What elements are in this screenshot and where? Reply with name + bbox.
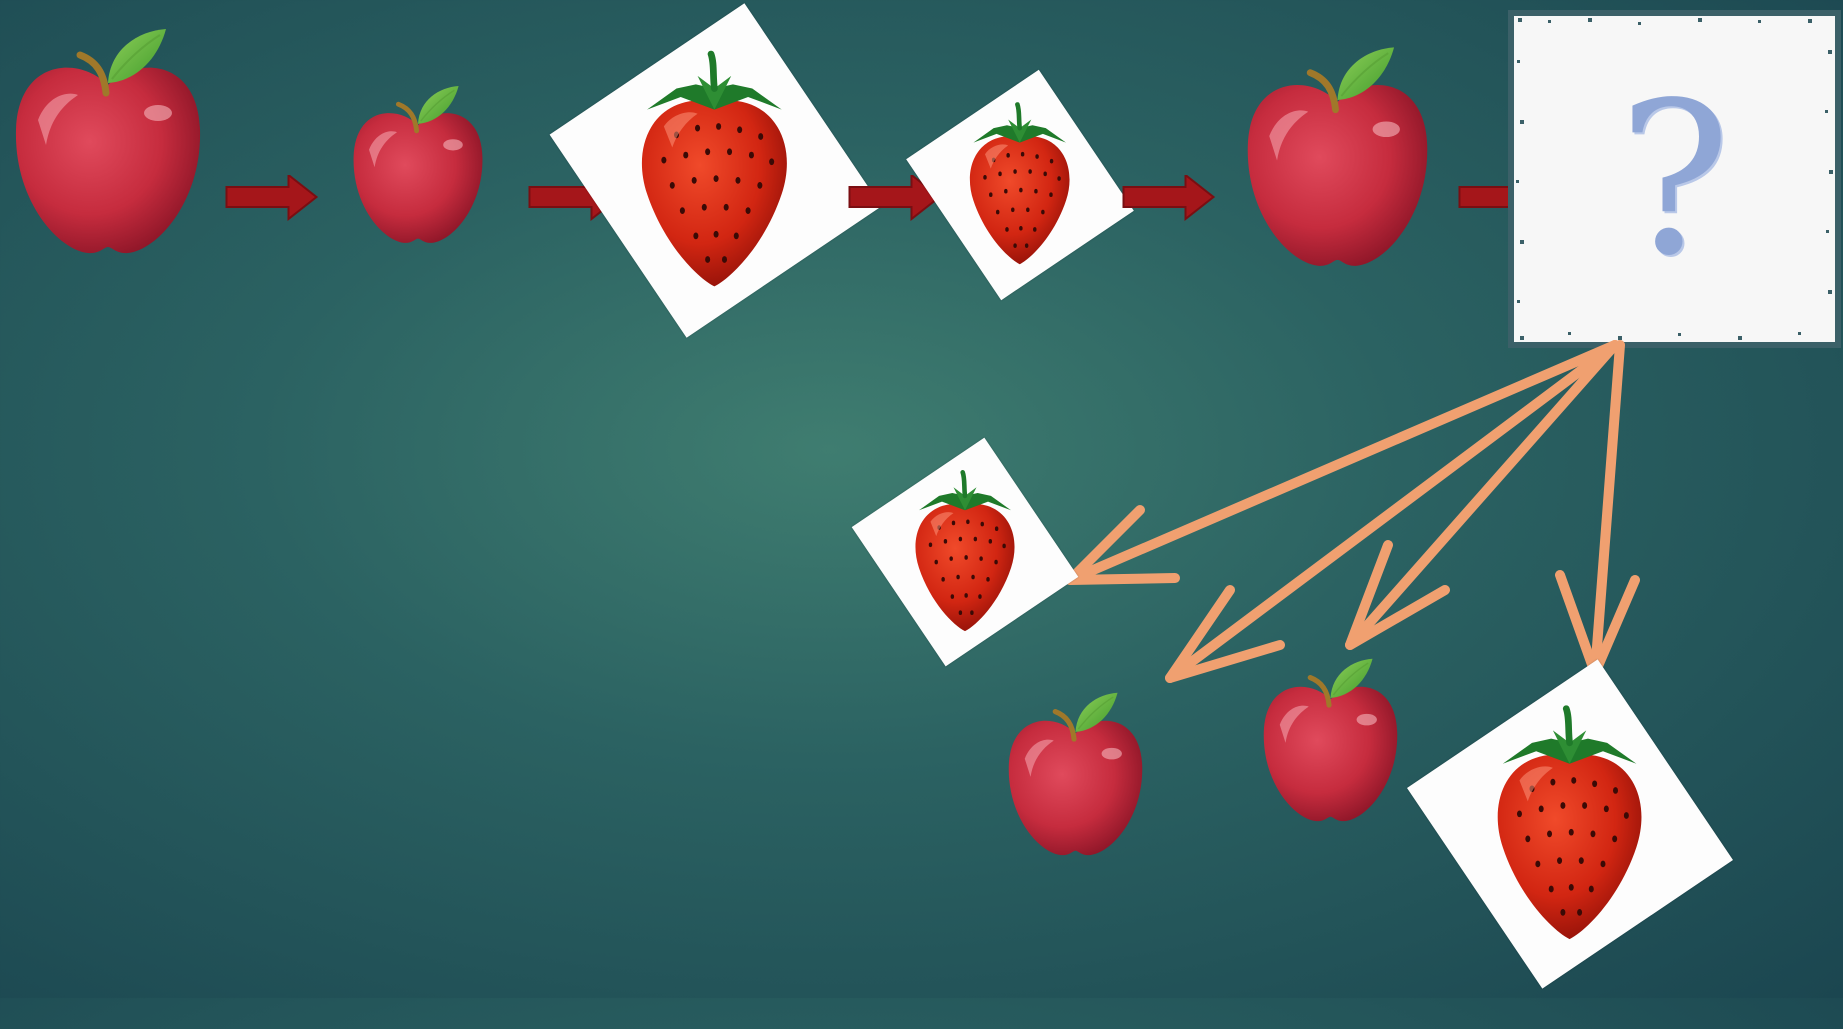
apple-icon [1003, 680, 1148, 870]
fruit-sequence-diagram: ? [0, 0, 1843, 998]
strawberry-icon [1477, 705, 1662, 943]
option-arrow-3 [1350, 345, 1615, 645]
strawberry-icon [901, 470, 1029, 634]
apple-icon [1258, 646, 1403, 836]
